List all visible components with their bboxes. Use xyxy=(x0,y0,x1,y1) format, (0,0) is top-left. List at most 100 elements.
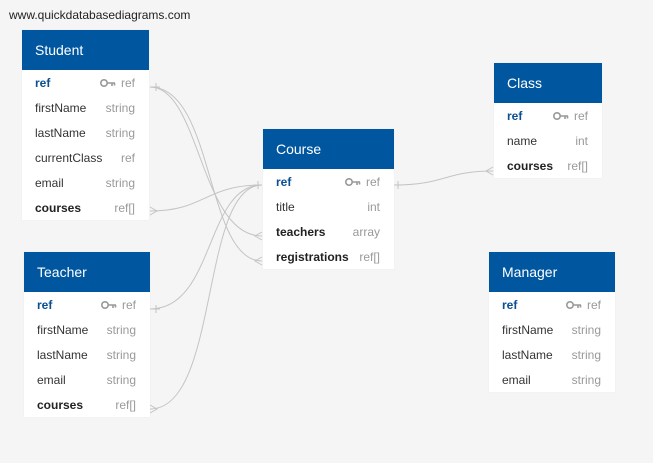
field-type: ref xyxy=(121,297,136,312)
link-teacher-ref-course-ref xyxy=(149,184,263,310)
field-row[interactable]: email string xyxy=(22,170,149,195)
field-row[interactable]: courses ref[] xyxy=(22,195,149,220)
table-header[interactable]: Course xyxy=(263,129,394,169)
field-type-wrap: ref xyxy=(121,151,135,165)
field-type-wrap: string xyxy=(572,373,601,387)
field-name: name xyxy=(507,133,538,148)
field-name: lastName xyxy=(502,347,553,362)
one-mark-teacher-ref xyxy=(152,305,160,313)
field-type-wrap: string xyxy=(572,323,601,337)
link-student-ref-course-teachers xyxy=(149,86,263,237)
field-row[interactable]: lastName string xyxy=(489,342,615,367)
field-type: ref xyxy=(365,174,380,189)
field-name: ref xyxy=(35,75,51,90)
field-type: string xyxy=(571,322,601,337)
link-student-courses-course-ref xyxy=(149,184,263,212)
field-type-wrap: string xyxy=(572,348,601,362)
field-type-wrap: ref xyxy=(565,298,601,312)
field-name: courses xyxy=(507,158,554,173)
key-icon xyxy=(565,300,582,309)
field-type-wrap: array xyxy=(353,225,380,239)
field-row[interactable]: name int xyxy=(494,128,602,153)
field-name: teachers xyxy=(276,224,326,239)
field-type: string xyxy=(105,175,135,190)
field-name: email xyxy=(502,372,531,387)
field-type: array xyxy=(352,224,380,239)
field-row[interactable]: lastName string xyxy=(22,120,149,145)
table-header[interactable]: Student xyxy=(22,30,149,70)
many-mark-class-courses xyxy=(484,166,494,176)
field-name: ref xyxy=(37,297,53,312)
field-type-wrap: int xyxy=(575,134,588,148)
field-row[interactable]: ref ref xyxy=(489,292,615,317)
field-row[interactable]: currentClass ref xyxy=(22,145,149,170)
field-type: ref xyxy=(573,108,588,123)
key-icon xyxy=(552,111,569,120)
field-name: email xyxy=(37,372,66,387)
key-icon xyxy=(99,78,116,87)
field-row[interactable]: email string xyxy=(489,367,615,392)
field-type: string xyxy=(571,372,601,387)
field-row[interactable]: email string xyxy=(24,367,150,392)
field-row[interactable]: teachers array xyxy=(263,219,394,244)
field-type: string xyxy=(571,347,601,362)
field-type-wrap: ref[] xyxy=(115,398,136,412)
field-type-wrap: string xyxy=(106,176,135,190)
field-type: string xyxy=(106,372,136,387)
field-type: ref[] xyxy=(114,200,135,215)
table-student[interactable]: Student ref ref firstName string lastName stri… xyxy=(22,30,149,220)
field-row[interactable]: ref ref xyxy=(22,70,149,95)
field-type: ref[] xyxy=(115,397,136,412)
field-type-wrap: ref xyxy=(99,76,135,90)
field-type: string xyxy=(106,347,136,362)
field-type-wrap: string xyxy=(106,101,135,115)
field-type-wrap: ref[] xyxy=(567,159,588,173)
field-name: firstName xyxy=(37,322,89,337)
field-name: firstName xyxy=(35,100,87,115)
table-manager[interactable]: Manager ref ref firstName string lastName stri… xyxy=(489,252,615,392)
many-mark-course-teachers xyxy=(253,231,263,241)
field-type: ref xyxy=(120,150,135,165)
field-name: email xyxy=(35,175,64,190)
table-header[interactable]: Manager xyxy=(489,252,615,292)
table-header[interactable]: Class xyxy=(494,63,602,103)
field-name: courses xyxy=(35,200,82,215)
field-name: currentClass xyxy=(35,150,103,165)
field-row[interactable]: firstName string xyxy=(24,317,150,342)
field-type-wrap: string xyxy=(107,373,136,387)
many-mark-course-registrations xyxy=(253,256,263,266)
many-mark-student-courses xyxy=(149,206,159,216)
field-name: lastName xyxy=(35,125,86,140)
table-header[interactable]: Teacher xyxy=(24,252,150,292)
field-name: ref xyxy=(502,297,518,312)
field-type: string xyxy=(105,125,135,140)
field-row[interactable]: firstName string xyxy=(22,95,149,120)
field-type: ref[] xyxy=(567,158,588,173)
field-type: string xyxy=(105,100,135,115)
field-name: firstName xyxy=(502,322,554,337)
field-type-wrap: ref[] xyxy=(114,201,135,215)
many-mark-teacher-courses xyxy=(149,404,159,414)
field-row[interactable]: ref ref xyxy=(24,292,150,317)
field-row[interactable]: courses ref[] xyxy=(494,153,602,178)
link-teacher-courses-course-ref xyxy=(149,184,263,410)
field-row[interactable]: firstName string xyxy=(489,317,615,342)
one-mark-course-ref-right xyxy=(394,181,402,189)
field-type: ref[] xyxy=(359,249,380,264)
field-type-wrap: string xyxy=(106,126,135,140)
one-mark-course-ref-left xyxy=(254,181,262,189)
field-type: int xyxy=(367,199,380,214)
field-type: int xyxy=(575,133,588,148)
field-type: string xyxy=(106,322,136,337)
field-type-wrap: string xyxy=(107,323,136,337)
